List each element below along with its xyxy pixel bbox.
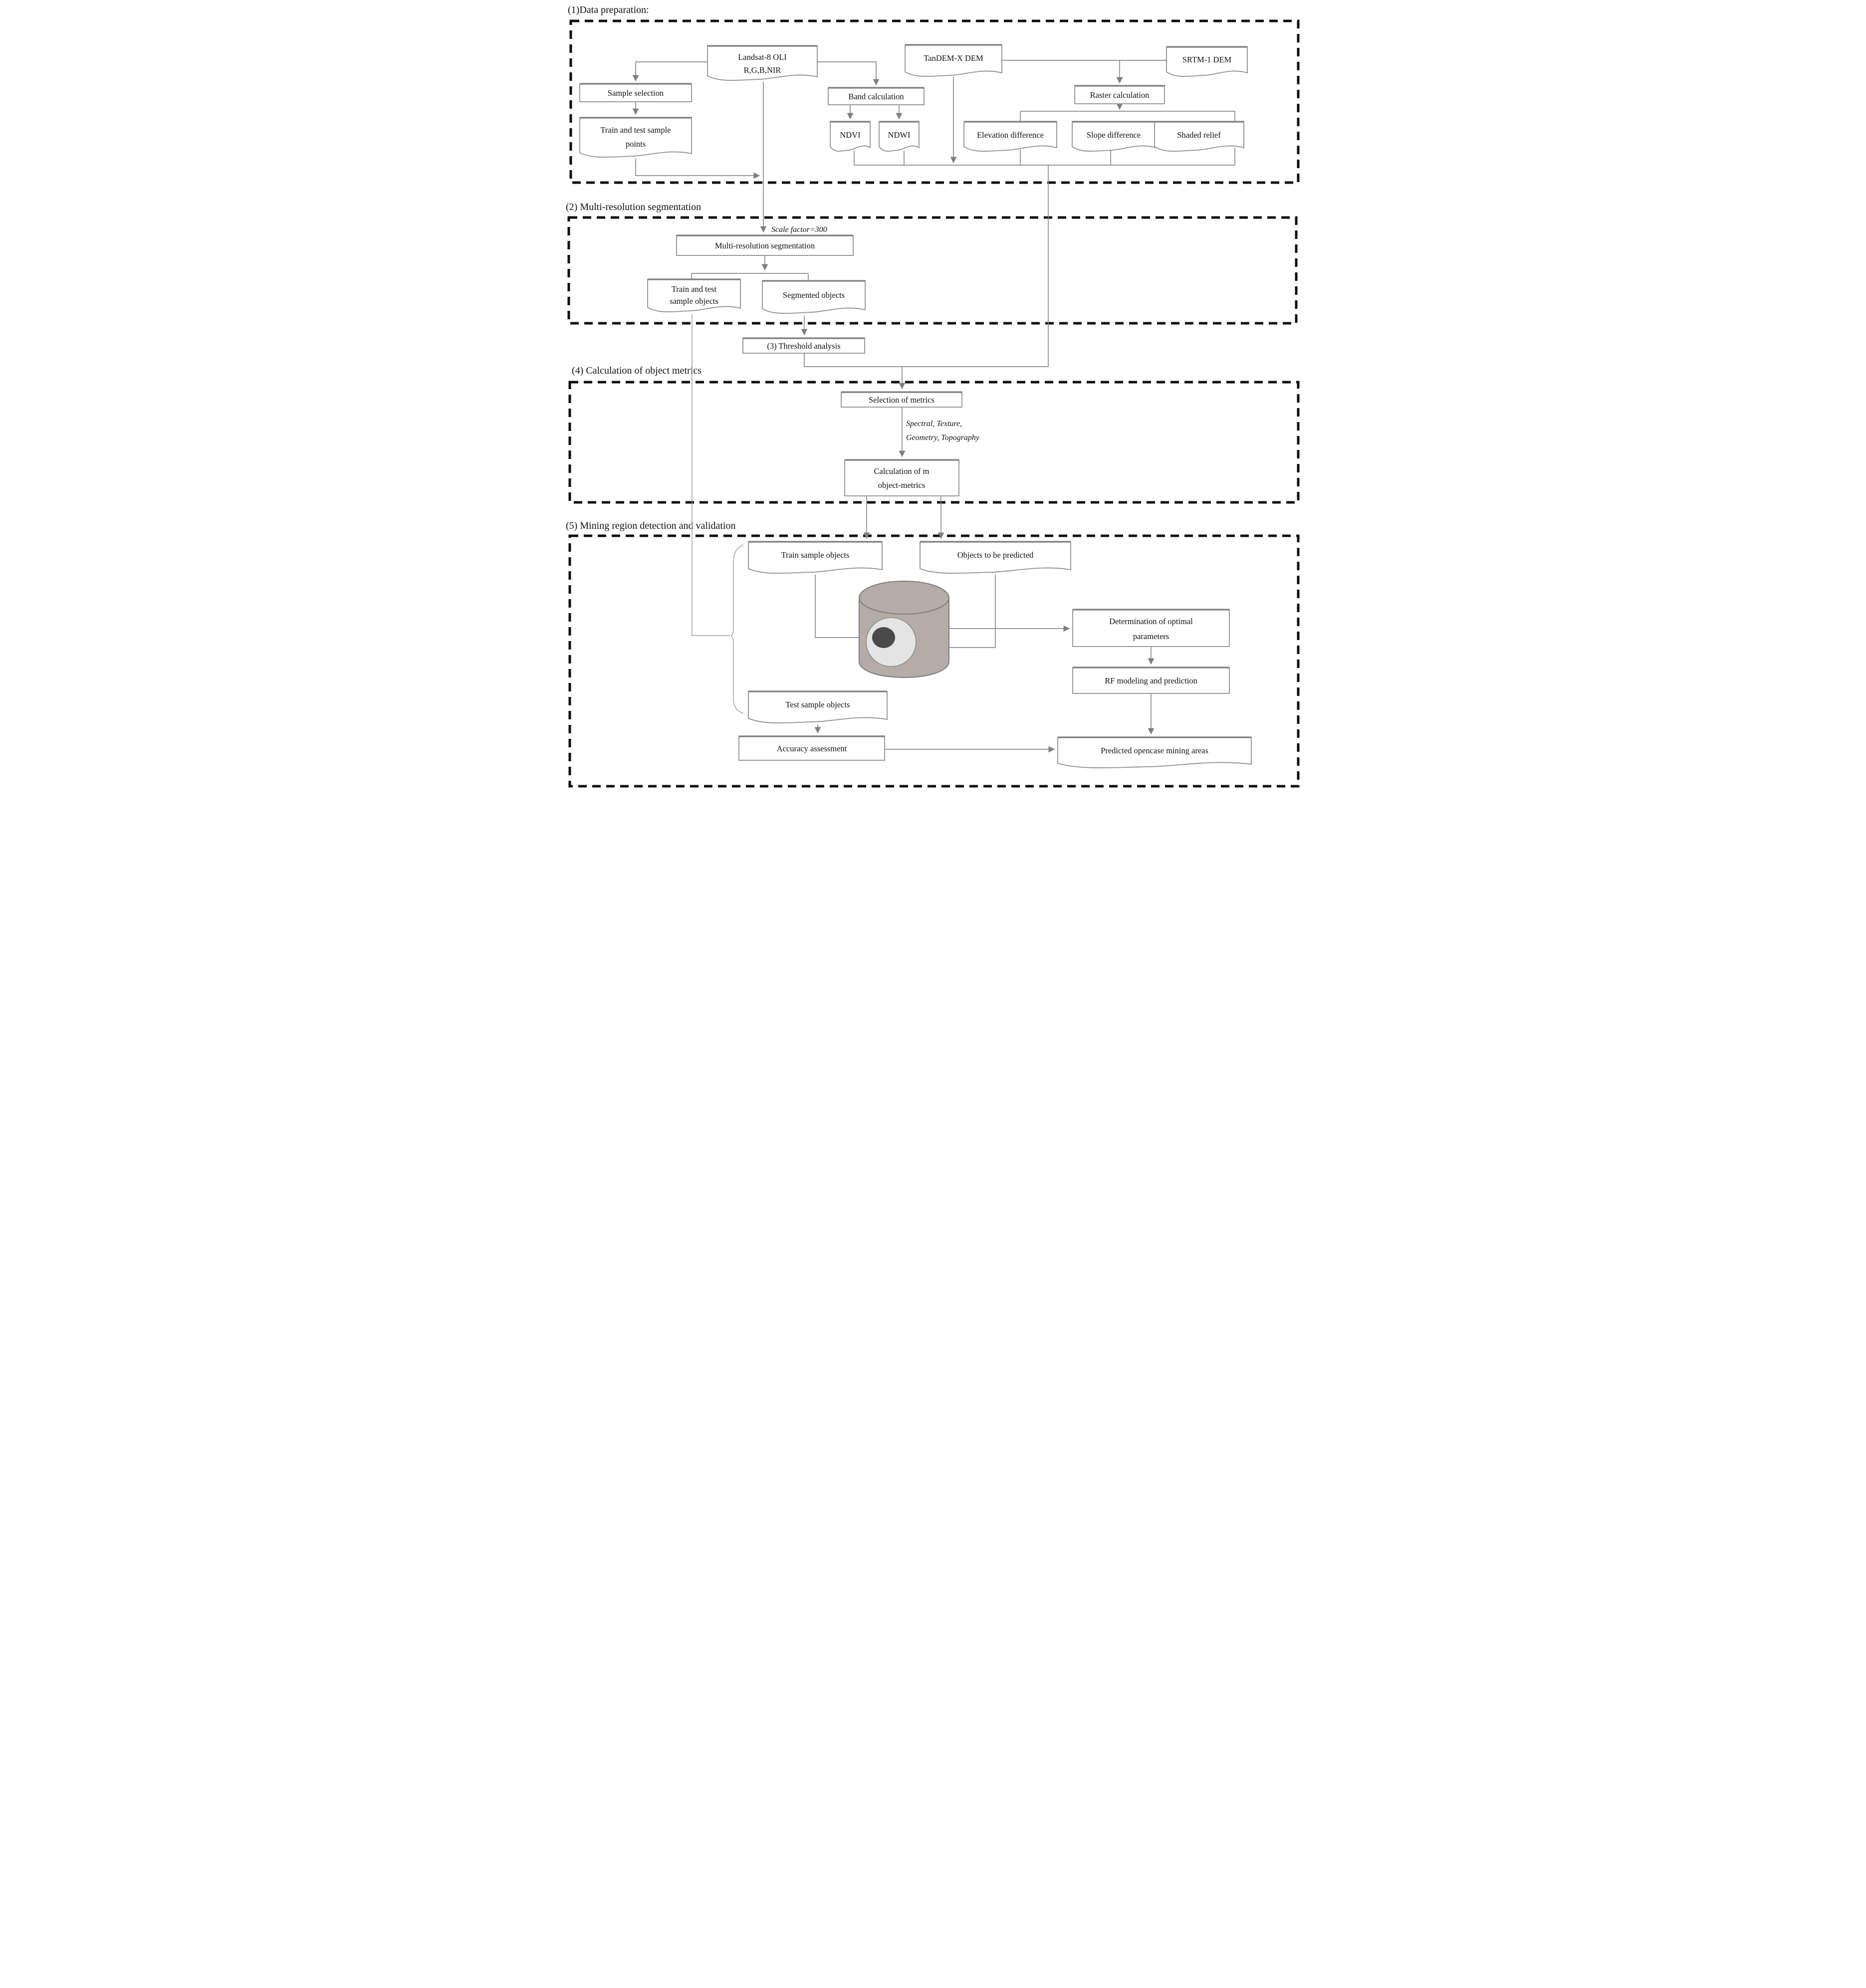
- node-shaded-relief-document: [1154, 121, 1244, 152]
- flowchart-page: (1)Data preparation: (2) Multi-resolutio…: [560, 0, 1306, 795]
- section4-heading: (4) Calculation of object metrics: [572, 365, 701, 376]
- metric-types-note-line1: Spectral, Texture,: [906, 420, 962, 428]
- node-selection-of-metrics: [841, 392, 962, 408]
- node-sample-selection: [579, 83, 692, 102]
- multires-segmentation-label: Multi-resolution segmentation: [715, 241, 815, 250]
- determination-label-line1: Determination of optimal: [1109, 617, 1193, 626]
- elevation-difference-label: Elevation difference: [977, 130, 1044, 140]
- selection-of-metrics-label: Selection of metrics: [869, 395, 934, 405]
- rf-model-cylinder-icon: [859, 581, 949, 678]
- node-predicted-areas-document: [1057, 737, 1252, 769]
- node-multires-segmentation: [676, 235, 854, 256]
- section2-heading: (2) Multi-resolution segmentation: [566, 202, 701, 213]
- ndwi-label: NDWI: [888, 130, 911, 140]
- shaded-relief-label: Shaded relief: [1177, 130, 1221, 140]
- connector-landsat-to-band-calculation: [817, 61, 880, 86]
- train-test-objects-label-line2: sample objects: [670, 296, 718, 306]
- section4-dashed-frame: [568, 381, 1300, 504]
- connector-train-test-objects-to-brace: [692, 314, 730, 636]
- section1-dashed-frame: [569, 19, 1300, 184]
- node-segmented-objects-document: [762, 280, 866, 314]
- landsat-label-line1: Landsat-8 OLI: [738, 52, 787, 62]
- node-train-test-objects-document: [647, 279, 741, 313]
- train-test-objects-label-line1: Train and test: [672, 284, 717, 294]
- predicted-areas-label: Predicted opencase mining areas: [1101, 746, 1208, 755]
- determination-label-line2: parameters: [1133, 632, 1169, 641]
- landsat-label-line2: R,G,B,NIR: [744, 65, 781, 75]
- node-ndwi-document: [879, 121, 920, 152]
- calculation-metrics-label-line2: object-metrics: [878, 480, 925, 490]
- node-ndvi-document: [830, 121, 871, 152]
- node-accuracy-assessment: [738, 736, 885, 761]
- node-elevation-difference-document: [963, 121, 1057, 152]
- node-train-test-points-document: [579, 117, 692, 158]
- node-train-sample-objects-document: [748, 541, 883, 574]
- section1-heading: (1)Data preparation:: [568, 4, 649, 15]
- connectors: [632, 60, 1235, 753]
- section5-heading: (5) Mining region detection and validati…: [566, 520, 735, 531]
- srtm-dem-label: SRTM-1 DEM: [1182, 55, 1232, 64]
- tandem-dem-label: TanDEM-X DEM: [924, 53, 983, 63]
- node-objects-to-predict-document: [920, 541, 1071, 574]
- connector-points-to-main-line: [635, 159, 760, 179]
- mining-detection-flowchart: (1)Data preparation: (2) Multi-resolutio…: [560, 0, 1306, 795]
- train-test-points-label-line2: points: [626, 139, 646, 149]
- raster-calculation-label: Raster calculation: [1090, 90, 1150, 100]
- ndvi-label: NDVI: [840, 130, 860, 140]
- cylinder-top-ellipse: [859, 581, 949, 615]
- scale-factor-note: Scale factor=300: [771, 225, 827, 234]
- accuracy-assessment-label: Accuracy assessment: [777, 744, 847, 753]
- node-threshold-analysis: [742, 338, 865, 354]
- connector-landsat-to-sample-selection: [632, 61, 707, 82]
- test-sample-objects-label: Test sample objects: [786, 700, 850, 709]
- calculation-metrics-label-line1: Calculation of m: [874, 466, 930, 476]
- train-test-split-brace: [731, 544, 744, 714]
- cylinder-core-dot: [872, 627, 895, 648]
- node-landsat-document: [707, 45, 818, 81]
- objects-to-predict-label: Objects to be predicted: [957, 550, 1034, 560]
- connector-train-samples-to-model: [815, 575, 871, 641]
- rf-modeling-label: RF modeling and prediction: [1105, 676, 1197, 685]
- segmented-objects-label: Segmented objects: [783, 290, 845, 300]
- train-sample-objects-label: Train sample objects: [781, 550, 850, 560]
- section2-dashed-frame: [567, 216, 1298, 325]
- band-calculation-label: Band calculation: [848, 92, 904, 101]
- train-test-points-label-line1: Train and test sample: [601, 125, 671, 135]
- threshold-analysis-label: (3) Threshold analysis: [767, 341, 840, 351]
- node-tandem-dem-document: [905, 44, 1002, 77]
- sample-selection-label: Sample selection: [608, 88, 664, 98]
- metric-types-note-line2: Geometry, Topography: [906, 434, 980, 442]
- node-calculation-metrics: [844, 459, 959, 496]
- node-band-calculation: [828, 87, 925, 105]
- node-srtm-dem-document: [1166, 46, 1248, 77]
- node-test-sample-objects-document: [748, 691, 888, 724]
- section5-dashed-frame: [568, 534, 1300, 788]
- node-slope-difference-document: [1072, 121, 1156, 152]
- node-raster-calculation: [1074, 85, 1165, 104]
- slope-difference-label: Slope difference: [1087, 130, 1141, 140]
- merge-line-threshold-and-layers: [804, 353, 1048, 367]
- node-determination: [1072, 609, 1230, 647]
